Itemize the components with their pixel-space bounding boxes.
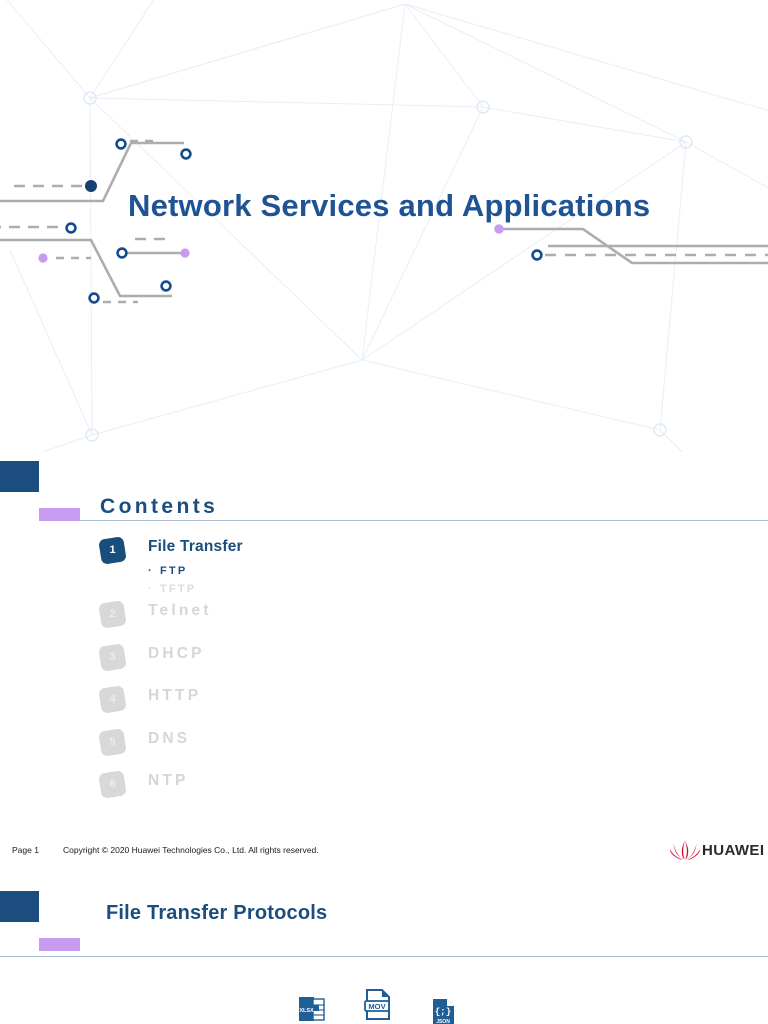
file-transfer-protocols-heading: File Transfer Protocols (106, 902, 328, 924)
huawei-logo: HUAWEI (670, 838, 768, 864)
toc-label-file-transfer: File Transfer (148, 538, 243, 555)
network-mesh-graphic (0, 0, 768, 452)
toc-item-dns[interactable]: 5 DNS (98, 727, 620, 771)
toc-label-dhcp: DHCP (148, 644, 205, 662)
json-file-icon: {;} JSON (433, 999, 454, 1024)
svg-text:JSON: JSON (436, 1019, 450, 1024)
huawei-flower-icon (670, 840, 700, 860)
bullet-icon: · (148, 565, 154, 577)
section-accent-bar (39, 508, 80, 521)
toc-badge-3: 3 (98, 642, 127, 672)
section-accent-bar-2 (39, 938, 80, 951)
toc-item-file-transfer[interactable]: 1 File Transfer ·FTP ·TFTP (98, 536, 620, 600)
hero-decoration: Network Services and Applications (0, 0, 768, 452)
mov-file-icon: MOV (364, 989, 390, 1020)
toc-item-telnet[interactable]: 2 Telnet (98, 600, 620, 643)
svg-text:{;}: {;} (435, 1007, 451, 1017)
toc-label-dns: DNS (148, 729, 191, 747)
copyright-notice: Copyright © 2020 Huawei Technologies Co.… (63, 845, 319, 855)
toc-badge-4: 4 (98, 685, 127, 714)
svg-text:MOV: MOV (368, 1002, 386, 1011)
svg-text:XLSX: XLSX (299, 1008, 314, 1014)
contents-list: 1 File Transfer ·FTP ·TFTP 2 Telnet 3 (98, 536, 620, 813)
toc-badge-6: 6 (98, 770, 127, 800)
section-divider (80, 520, 768, 521)
slide-file-transfer-protocols: File Transfer Protocols XLSX MOV (0, 878, 768, 1024)
toc-item-ntp[interactable]: 6 NTP (98, 770, 620, 813)
page-number: Page 1 (12, 845, 39, 855)
file-type-icon-group: XLSX MOV {;} JSON (290, 986, 480, 1024)
section-accent-block-2 (0, 891, 39, 922)
toc-label-ntp: NTP (148, 772, 189, 790)
toc-subitem-tftp[interactable]: ·TFTP (148, 583, 197, 595)
huawei-wordmark: HUAWEI (702, 842, 765, 859)
section-divider-2 (0, 956, 768, 957)
toc-item-http[interactable]: 4 HTTP (98, 685, 620, 728)
xlsx-file-icon: XLSX (299, 997, 325, 1021)
toc-label-telnet: Telnet (148, 602, 212, 619)
contents-heading: Contents (100, 495, 219, 518)
toc-label-http: HTTP (148, 687, 202, 705)
toc-badge-1: 1 (98, 536, 127, 565)
toc-badge-2: 2 (98, 600, 127, 629)
bullet-icon: · (148, 583, 154, 595)
page-title: Network Services and Applications (128, 188, 651, 223)
toc-badge-5: 5 (98, 727, 127, 757)
slide-contents: Network Services and Applications Conten… (0, 0, 768, 864)
toc-subitem-ftp[interactable]: ·FTP (148, 565, 188, 577)
section-accent-block (0, 461, 39, 492)
toc-item-dhcp[interactable]: 3 DHCP (98, 642, 620, 686)
